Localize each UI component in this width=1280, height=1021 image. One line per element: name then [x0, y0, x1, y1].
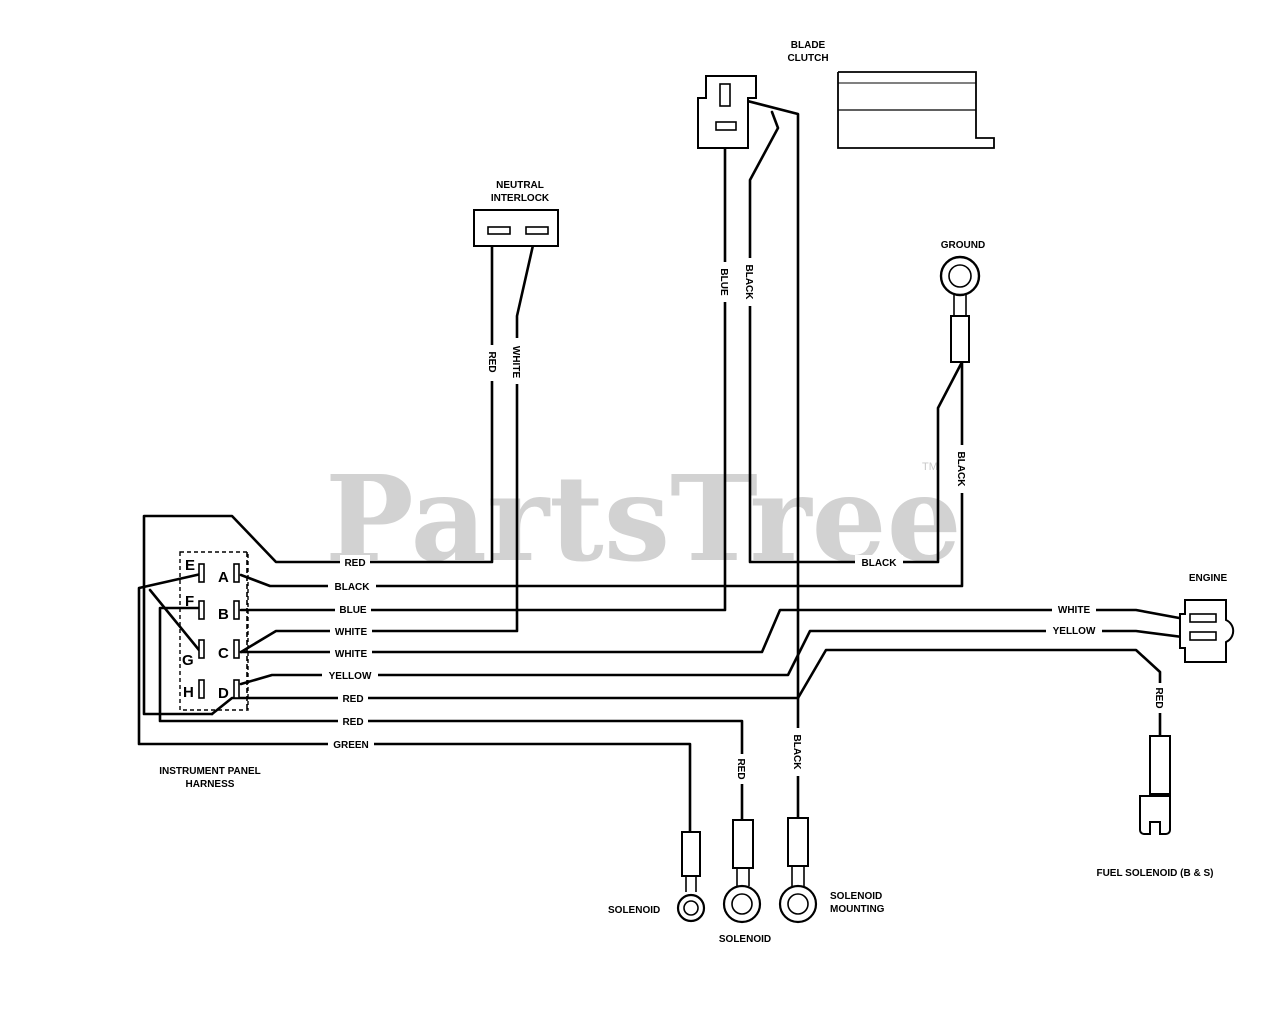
neutral-interlock-switch: [473, 209, 559, 247]
wire-yellow-engine: [239, 629, 1192, 686]
wire-label-yellow-d: YELLOW: [329, 671, 372, 682]
wire-red-loop: [142, 230, 494, 716]
wire-labels-vertical: RED WHITE BLUE BLACK BLACK RED RED BLACK: [486, 265, 1164, 780]
wire-label-green: GREEN: [333, 740, 369, 751]
wire-label-white-c2: WHITE: [335, 649, 368, 660]
wire-white-engine: [239, 608, 1192, 654]
wire-black-clutch: [748, 110, 964, 564]
ground-terminal: [939, 255, 981, 363]
wire-label-mounting-black: BLACK: [791, 735, 802, 771]
wire-label-solenoid-red: RED: [735, 758, 746, 779]
wire-label-fuel-red: RED: [1153, 687, 1164, 708]
blade-clutch-connector: [697, 75, 757, 149]
wire-label-engine-yellow: YELLOW: [1053, 626, 1096, 637]
blade-clutch-label-line2: CLUTCH: [787, 53, 828, 64]
wire-label-engine-white: WHITE: [1058, 605, 1091, 616]
wire-label-clutch-blue: BLUE: [718, 268, 729, 296]
neutral-interlock-label-line2: INTERLOCK: [491, 193, 550, 204]
wire-label-red-top: RED: [344, 558, 365, 569]
wire-label-clutch-black: BLACK: [743, 265, 754, 301]
engine-label: ENGINE: [1189, 573, 1228, 584]
solenoid-center-terminal: [722, 819, 762, 924]
pin-e-label: E: [185, 557, 195, 574]
wire-red-fuel: [210, 648, 1162, 740]
fuel-solenoid: [1139, 735, 1171, 835]
pin-d-label: D: [218, 685, 229, 702]
wire-label-interlock-white: WHITE: [510, 346, 521, 379]
wire-label-black-ground: BLACK: [862, 558, 898, 569]
connector-pin-letters: E A F B G C H D: [182, 557, 229, 702]
wires: [137, 94, 1192, 835]
fuel-solenoid-label: FUEL SOLENOID (B & S): [1096, 868, 1213, 879]
solenoid-mounting-terminal: [778, 817, 818, 924]
wire-black-mounting: [726, 94, 800, 822]
watermark-trademark: TM: [922, 461, 938, 473]
solenoid-mounting-label-line2: MOUNTING: [830, 904, 885, 915]
pin-f-label: F: [185, 593, 194, 610]
ground-label: GROUND: [941, 240, 985, 251]
neutral-interlock-label-line1: NEUTRAL: [496, 180, 544, 191]
wire-green-solenoid: [137, 572, 692, 835]
solenoid-center-label: SOLENOID: [719, 934, 771, 945]
instrument-panel-connector: [179, 551, 249, 711]
engine-connector: [1179, 599, 1235, 663]
wire-label-black-a: BLACK: [335, 582, 371, 593]
solenoid-left-label: SOLENOID: [608, 905, 660, 916]
wire-label-red-f: RED: [342, 717, 363, 728]
pin-c-label: C: [218, 645, 229, 662]
solenoid-mounting-label-line1: SOLENOID: [830, 891, 882, 902]
wire-label-interlock-red: RED: [486, 351, 497, 372]
component-labels: BLADE CLUTCH NEUTRAL INTERLOCK GROUND EN…: [159, 40, 1227, 945]
solenoid-left-terminal: [676, 831, 706, 923]
pin-h-label: H: [183, 684, 194, 701]
instrument-panel-label-line2: HARNESS: [186, 779, 235, 790]
wire-white-interlock: [239, 230, 538, 654]
pin-g-label: G: [182, 652, 194, 669]
wire-labels-horizontal: RED BLACK BLACK BLUE WHITE WHITE YELLOW …: [329, 558, 1096, 751]
blade-clutch-label-line1: BLADE: [791, 40, 826, 51]
wire-label-blue-b: BLUE: [339, 605, 367, 616]
instrument-panel-label-line1: INSTRUMENT PANEL: [159, 766, 260, 777]
wire-e-g-cross: [148, 588, 201, 652]
pin-a-label: A: [218, 569, 229, 586]
wire-label-ground-black: BLACK: [955, 452, 966, 488]
wire-label-white-c1: WHITE: [335, 627, 368, 638]
label-backgrounds: [322, 258, 1168, 784]
blade-clutch-box: [837, 71, 995, 149]
pin-b-label: B: [218, 606, 229, 623]
wire-label-red-h: RED: [342, 694, 363, 705]
